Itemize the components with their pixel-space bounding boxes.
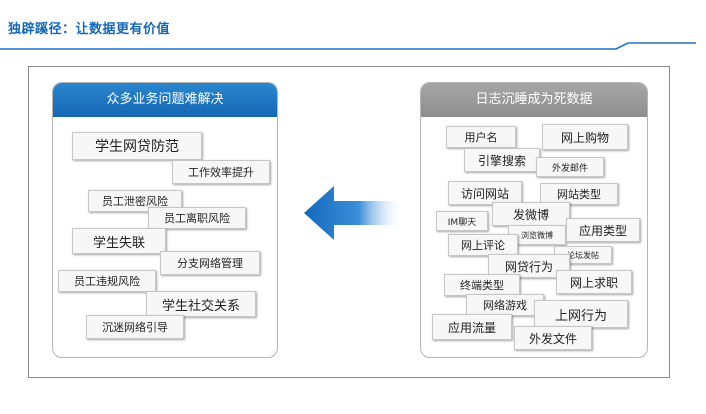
- tag-online-games: 网络游戏: [466, 294, 544, 316]
- tag-application-type: 应用类型: [566, 218, 640, 242]
- tag-employee-violation-risk: 员工违规风险: [58, 270, 156, 292]
- tag-internet-addiction-guidance: 沉迷网络引导: [86, 315, 184, 339]
- tag-student-lost-contact: 学生失联: [72, 228, 166, 254]
- tag-application-traffic: 应用流量: [432, 314, 512, 340]
- dead-data-title: 日志沉睡成为死数据: [421, 83, 647, 117]
- tag-student-loan-prevention: 学生网贷防范: [72, 132, 202, 160]
- tag-search-engine: 引擎搜索: [464, 148, 540, 172]
- business-problems-title: 众多业务问题难解决: [53, 83, 277, 117]
- header-divider: [0, 42, 696, 50]
- tag-terminal-type: 终端类型: [444, 274, 520, 296]
- tag-outgoing-files: 外发文件: [514, 326, 592, 350]
- tag-employee-resignation-risk: 员工离职风险: [148, 207, 246, 229]
- page-title: 独辟蹊径：让数据更有价值: [8, 22, 171, 37]
- tag-employee-leak-risk: 员工泄密风险: [88, 190, 182, 212]
- tag-online-shopping: 网上购物: [542, 124, 628, 150]
- tag-visit-website: 访问网站: [448, 181, 522, 205]
- tag-website-type: 网站类型: [540, 183, 618, 205]
- tag-work-efficiency: 工作效率提升: [172, 160, 270, 184]
- left-arrow: [304, 186, 404, 240]
- tag-online-job-search: 网上求职: [556, 270, 632, 294]
- tag-username: 用户名: [446, 126, 516, 148]
- tag-im-chat: IM聊天: [436, 211, 488, 231]
- tag-internet-behavior: 上网行为: [534, 300, 628, 328]
- tag-outgoing-mail: 外发邮件: [536, 157, 604, 177]
- tag-student-social-relations: 学生社交关系: [146, 291, 256, 317]
- tag-post-weibo: 发微博: [492, 202, 570, 226]
- tag-online-comment: 网上评论: [448, 234, 518, 256]
- tag-branch-network-management: 分支网络管理: [160, 251, 260, 275]
